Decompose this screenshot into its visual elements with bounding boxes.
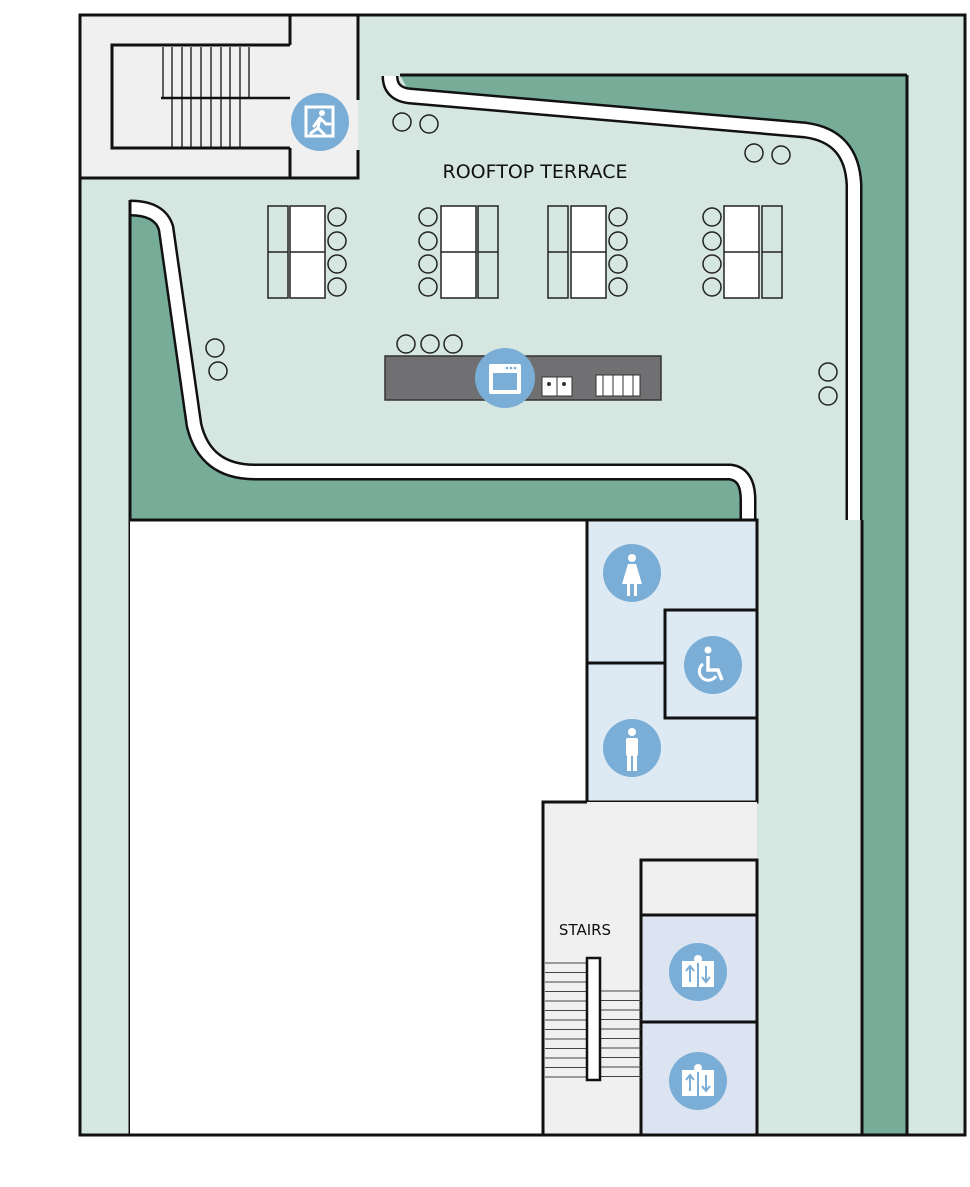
wheelchair-icon [684, 636, 742, 694]
outer-boundary [78, 13, 967, 1137]
stool [392, 112, 412, 132]
chair [327, 254, 347, 274]
emergency-stair-block [80, 15, 360, 180]
dish-rack [595, 374, 641, 397]
chair [327, 277, 347, 297]
terrace-furniture [205, 112, 838, 406]
stool [396, 334, 416, 354]
arrows [685, 1073, 711, 1093]
icon-bg [669, 1052, 727, 1110]
stool [771, 145, 791, 165]
chair [608, 207, 628, 227]
chair [418, 254, 438, 274]
planter-wall-right [381, 75, 863, 520]
stairs-label: STAIRS [559, 921, 611, 939]
female-restroom-icon [603, 544, 661, 602]
stool [208, 361, 228, 381]
male-restroom-icon [603, 719, 661, 777]
stool [744, 143, 764, 163]
chair [608, 277, 628, 297]
indoor-area [130, 520, 587, 1135]
chair [418, 231, 438, 251]
icon-bg [669, 943, 727, 1001]
left-planter [130, 208, 750, 520]
chair [702, 254, 722, 274]
stool [420, 334, 440, 354]
elevator-icon [669, 943, 727, 1001]
stool [818, 386, 838, 406]
stool [818, 362, 838, 382]
chair [418, 277, 438, 297]
chair [702, 277, 722, 297]
sink [541, 376, 573, 397]
stool [205, 338, 225, 358]
chair [418, 207, 438, 227]
stool [419, 114, 439, 134]
elevator-icon [669, 1052, 727, 1110]
chair [327, 207, 347, 227]
terrace-label: ROOFTOP TERRACE [443, 161, 628, 183]
stool [443, 334, 463, 354]
planter-wall-left [129, 199, 757, 520]
chair [608, 231, 628, 251]
arrows [685, 964, 711, 984]
chair [702, 231, 722, 251]
chair [327, 231, 347, 251]
emergency-exit-icon [291, 93, 349, 151]
chair [608, 254, 628, 274]
oven-icon [475, 348, 535, 408]
chair [702, 207, 722, 227]
